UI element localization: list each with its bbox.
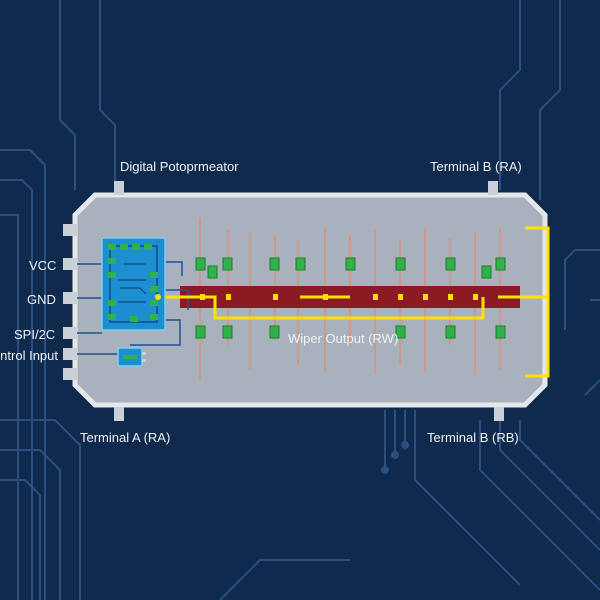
pin-gnd (63, 292, 77, 304)
pin-bottom-left (114, 407, 124, 421)
pin-top-right (488, 181, 498, 195)
terminal-b-bottom-label: Terminal B (RB) (427, 430, 519, 445)
terminal-a-label: Terminal A (RA) (80, 430, 171, 445)
vcc-label: VCC (29, 258, 57, 273)
gnd-label: GND (27, 292, 56, 307)
pin-bottom-right (494, 407, 504, 421)
spi-label: SPI/2C (14, 327, 56, 342)
resistor-taps (195, 257, 506, 339)
wiper-path (160, 295, 520, 320)
trace-end-dots (381, 441, 409, 474)
pin-extra-left (63, 224, 77, 236)
controller-wiring (77, 261, 189, 355)
terminal-b-connections (520, 226, 550, 378)
wiper-output-label: Wiper Output (RW) (288, 331, 399, 346)
pin-control (63, 348, 77, 360)
terminal-b-top-label: Terminal B (RA) (430, 159, 522, 174)
title-label: Digital Potoprmeator (120, 159, 239, 174)
pin-extra-left-2 (63, 368, 77, 380)
pin-spi (63, 327, 77, 339)
control-input-label: Control Input (0, 348, 58, 363)
pin-vcc (63, 258, 77, 270)
pin-top-left (114, 181, 124, 195)
control-chip-icon (117, 347, 146, 367)
ic-chip-icon (101, 237, 166, 331)
